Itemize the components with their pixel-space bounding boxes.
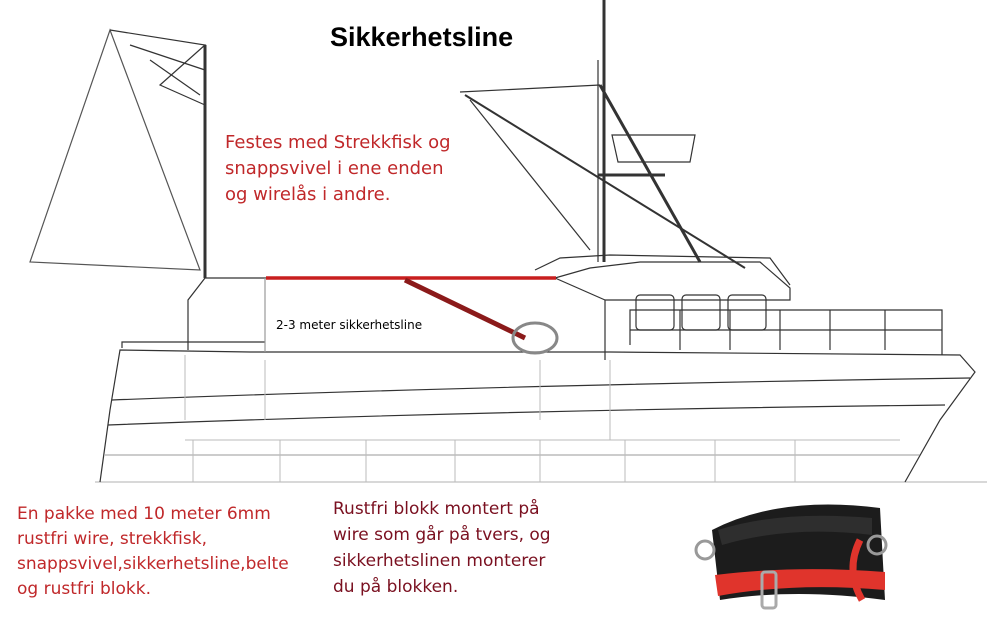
block-marker xyxy=(511,321,559,355)
block-note: Rustfri blokk montert på wire som går på… xyxy=(333,499,551,597)
harness-belt-image xyxy=(694,504,888,610)
mount-note: Festes med Strekkfisk og snappsvivel i e… xyxy=(225,132,451,205)
boat-drawing xyxy=(29,0,987,483)
safety-line-label: 2-3 meter sikkerhetsline xyxy=(276,318,423,332)
diagram-title: Sikkerhetsline xyxy=(330,22,514,52)
safety-line xyxy=(403,277,527,341)
package-note: En pakke med 10 meter 6mm rustfri wire, … xyxy=(17,504,289,599)
